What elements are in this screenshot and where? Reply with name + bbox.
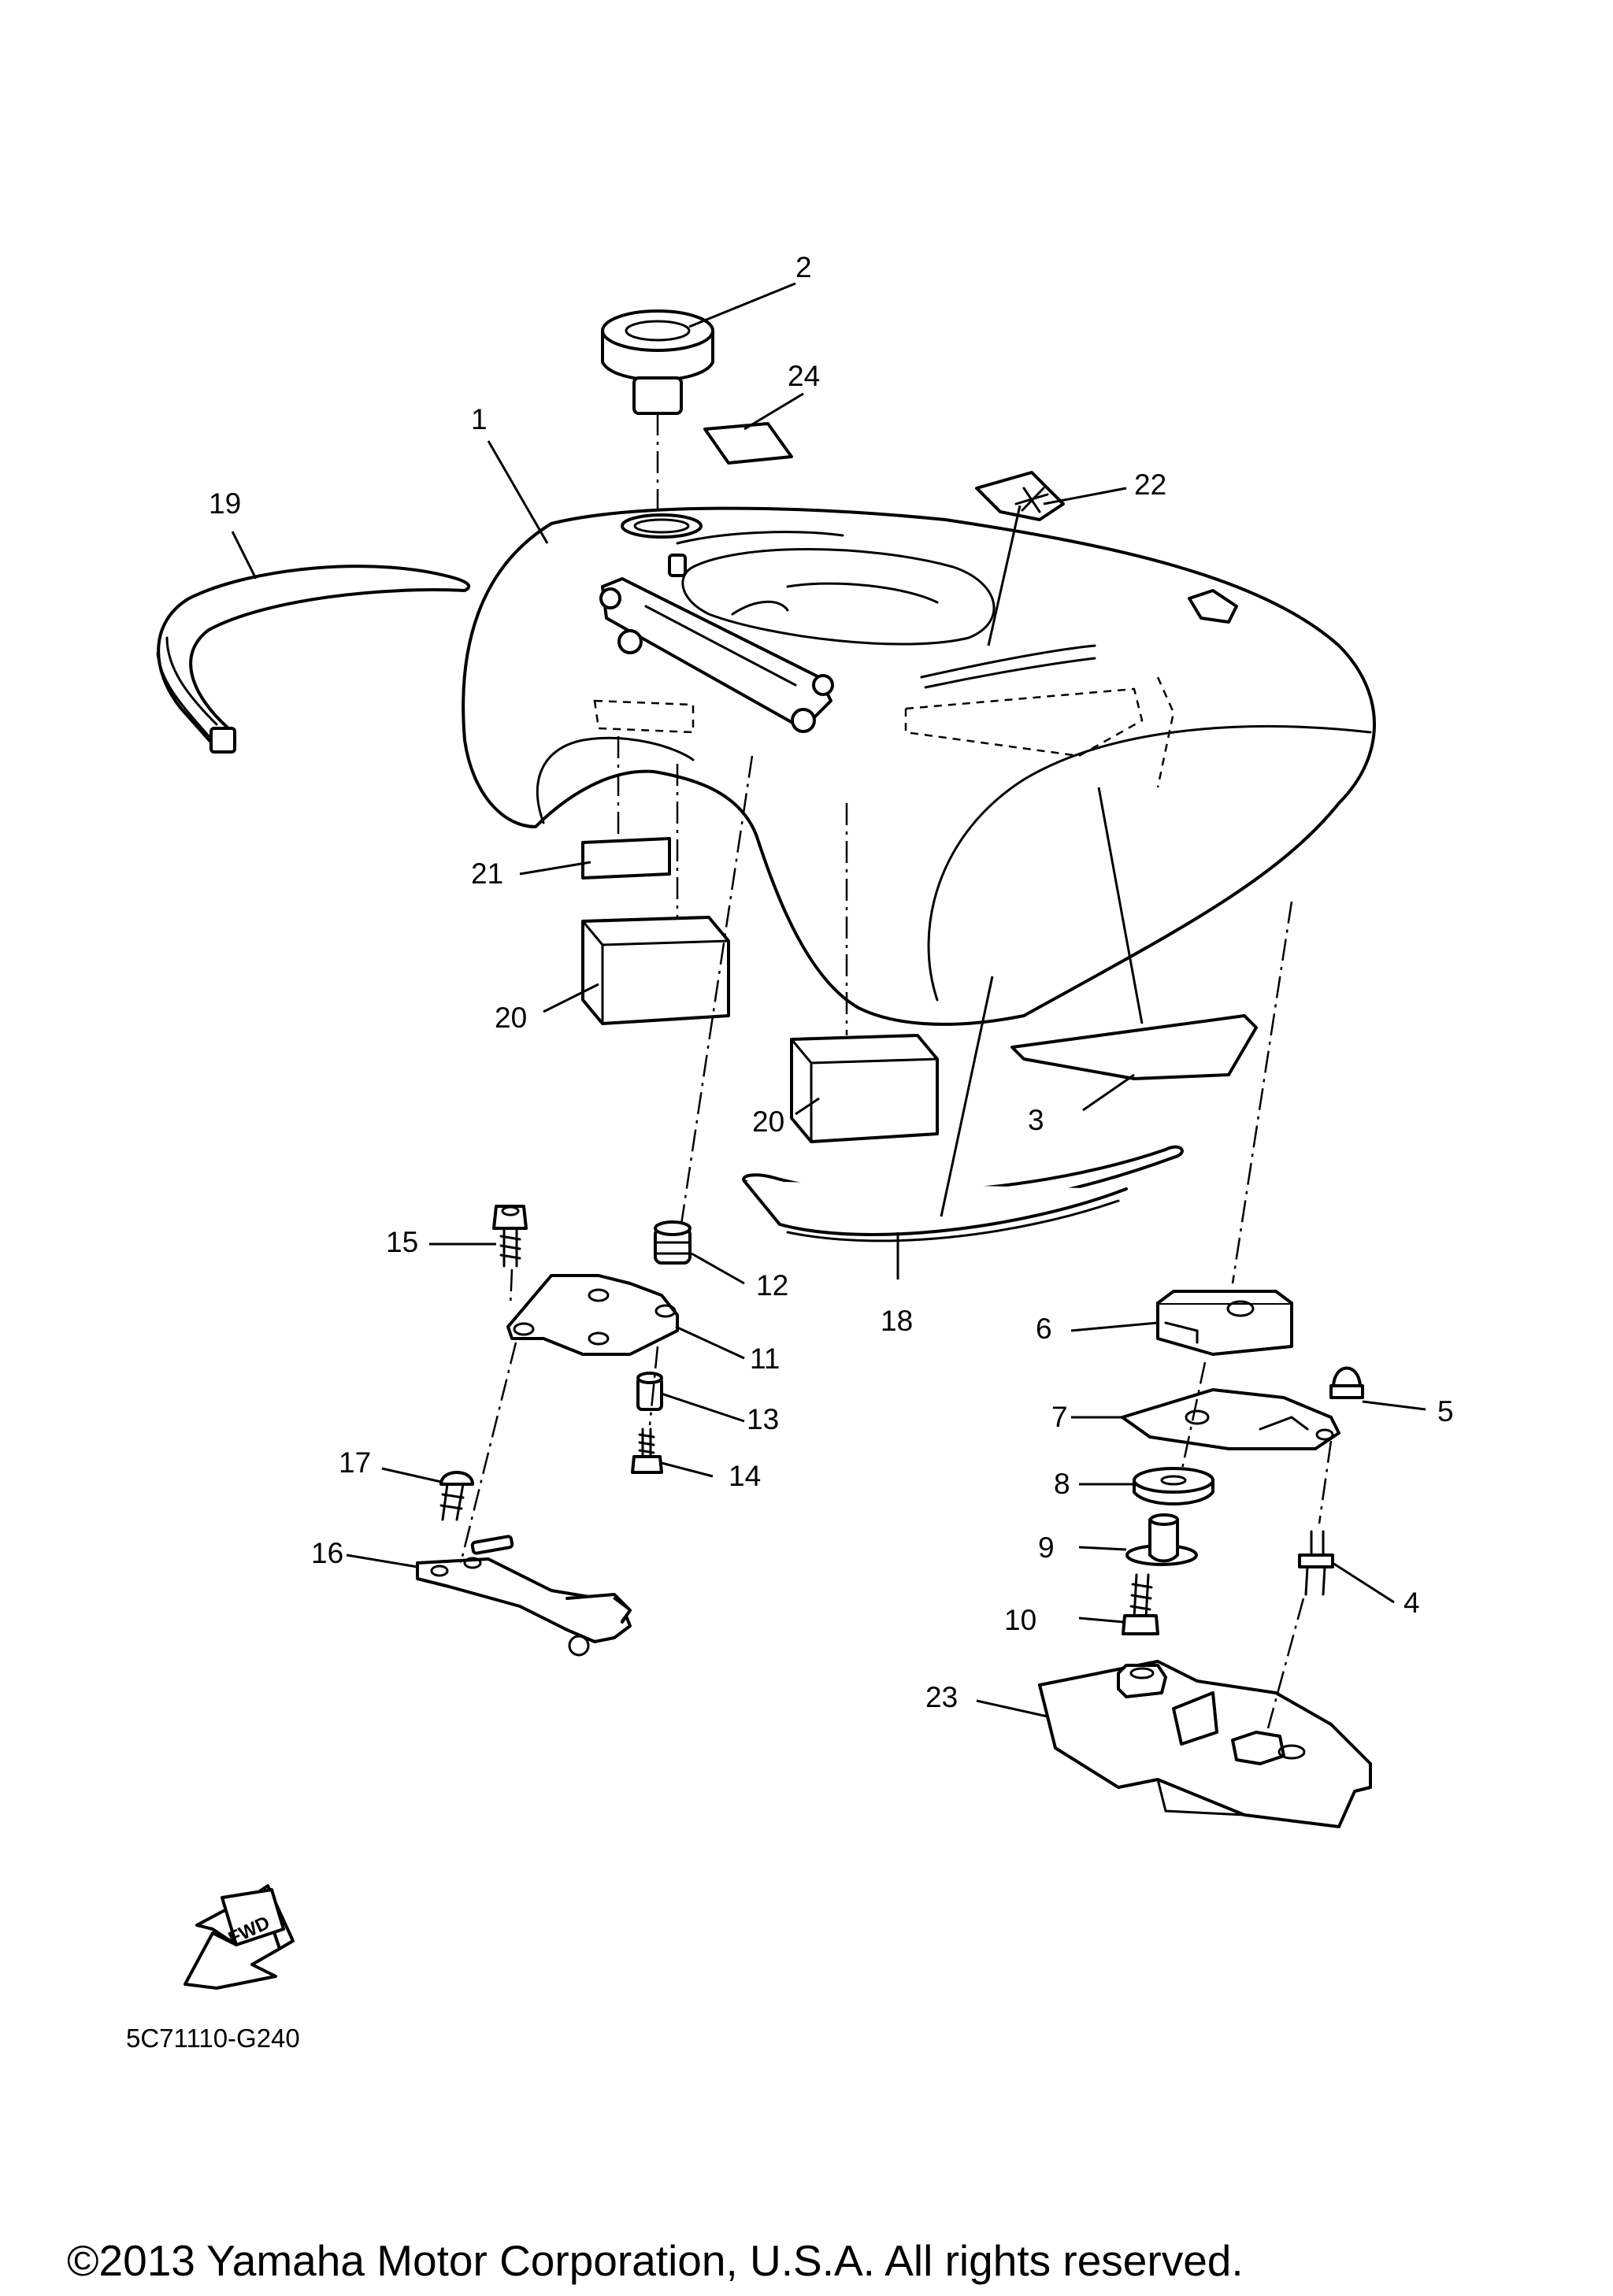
callout-4: 4 [1403,1587,1420,1619]
callout-22: 22 [1134,468,1166,501]
part-13-collar [636,1372,663,1411]
part-23-bracket [1038,1660,1372,1828]
part-20-damper-left [581,916,730,1025]
part-10-bolt [1122,1573,1159,1635]
part-21-pad [581,837,671,880]
callout-numbers: 1 2 24 22 19 21 20 20 3 18 15 12 11 13 1… [209,251,1454,1713]
callout-11: 11 [750,1342,780,1375]
part-5-nut [1329,1366,1364,1399]
part-1-fuel-tank [462,506,1376,1026]
part-11-bracket [506,1274,679,1356]
part-17-screw [439,1471,474,1521]
part-2-cap [601,309,714,415]
callout-2: 2 [795,251,812,283]
part-15-bolt [492,1205,528,1268]
callout-8: 8 [1054,1468,1070,1500]
part-14-bolt [631,1428,663,1474]
diagram-code: 5C71110-G240 [126,2024,300,2053]
part-20-damper-center [790,1034,939,1143]
fwd-arrow-icon: FWD [184,1884,295,1990]
part-6-block [1156,1290,1293,1356]
assembly-center-lines [459,413,1333,1729]
part-4-stud [1298,1530,1334,1596]
callout-21: 21 [471,857,503,890]
callout-12: 12 [756,1269,788,1302]
callout-13: 13 [747,1403,779,1435]
callout-5: 5 [1437,1395,1454,1428]
callout-7: 7 [1051,1401,1068,1433]
part-22-emblem [975,471,1065,521]
part-3-side-pad [1010,1014,1258,1080]
part-18-trim-strip [742,1145,1184,1242]
part-12-grommet [654,1220,692,1265]
callout-10: 10 [1004,1604,1036,1636]
part-19-trim-strip [156,565,471,754]
callout-14: 14 [729,1460,761,1492]
part-9-collar [1125,1513,1198,1566]
callout-1: 1 [471,403,488,435]
part-16-bracket [416,1535,632,1657]
callout-24: 24 [788,360,820,392]
callout-19: 19 [209,487,241,520]
callout-20-center: 20 [752,1105,784,1138]
callout-18: 18 [881,1305,913,1337]
copyright-notice: ©2013 Yamaha Motor Corporation, U.S.A. A… [67,2236,1244,2285]
part-24-label [703,422,793,465]
callout-17: 17 [339,1446,371,1479]
leader-lines [231,282,1426,1718]
part-7-plate [1121,1388,1340,1450]
callout-15: 15 [386,1226,418,1258]
callout-3: 3 [1028,1104,1044,1136]
callout-16: 16 [311,1537,343,1569]
callout-6: 6 [1036,1313,1052,1345]
part-8-washer [1133,1467,1214,1505]
callout-9: 9 [1038,1531,1055,1564]
callout-20-left: 20 [495,1002,527,1034]
callout-23: 23 [925,1681,958,1713]
